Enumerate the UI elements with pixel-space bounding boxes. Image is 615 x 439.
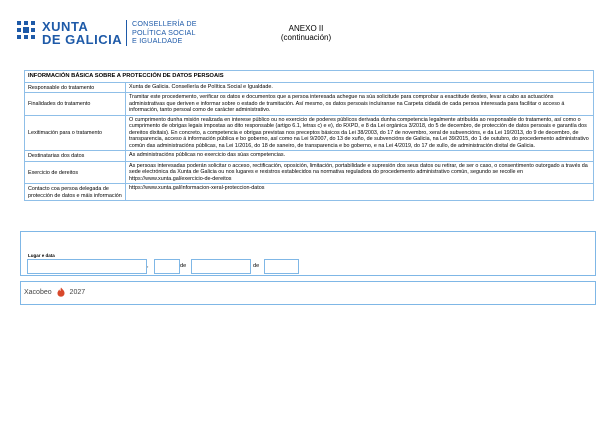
table-row: Destinatarias dos datos As administració…	[24, 150, 594, 162]
row-label: Lexitimación para o tratamento	[24, 114, 126, 151]
logo-separator	[126, 20, 127, 46]
table-row: Lexitimación para o tratamento O cumprim…	[24, 114, 594, 151]
footer: Xacobeo 2027	[24, 287, 85, 297]
logo-brand-line1: XUNTA	[42, 19, 89, 34]
place-date-label: Lugar e data	[28, 253, 55, 258]
data-protection-table: INFORMACIÓN BÁSICA SOBRE A PROTECCIÓN DE…	[24, 70, 594, 201]
xunta-logo: XUNTA DE GALICIA CONSELLERÍA DE POLÍTICA…	[16, 18, 226, 52]
xacobeo-label: Xacobeo	[24, 288, 52, 296]
annex-subtitle: (continuación)	[280, 33, 332, 42]
row-text: Tramitar este procedemento, verificar os…	[125, 92, 594, 116]
data-protection-heading: INFORMACIÓN BÁSICA SOBRE A PROTECCIÓN DE…	[24, 70, 594, 83]
logo-dept-line2: POLÍTICA SOCIAL	[132, 27, 196, 37]
table-row: Exercicio de dereitos As persoas interes…	[24, 160, 594, 184]
table-row: Contacto coa persoa delegada de protecci…	[24, 183, 594, 201]
de-label-1: de	[180, 263, 187, 269]
xacobeo-flame-icon	[57, 287, 65, 297]
row-text: As administracións públicas no exercicio…	[125, 150, 594, 162]
annex-title: ANEXO II	[288, 24, 324, 33]
row-label: Finalidades do tratamento	[24, 92, 126, 116]
place-date-section	[20, 231, 596, 276]
day-input[interactable]	[154, 259, 180, 274]
footer-section	[20, 281, 596, 305]
xacobeo-year: 2027	[69, 288, 86, 296]
de-label-2: de	[253, 263, 260, 269]
table-row: Responsable do tratamento Xunta de Galic…	[24, 81, 594, 93]
row-label: Exercicio de dereitos	[24, 160, 126, 184]
place-input[interactable]	[27, 259, 147, 274]
comma-label: ,	[147, 263, 149, 269]
xunta-cross-icon	[16, 20, 36, 40]
row-label: Destinatarias dos datos	[24, 150, 126, 162]
table-header-row: INFORMACIÓN BÁSICA SOBRE A PROTECCIÓN DE…	[24, 70, 594, 83]
row-text: As persoas interesadas poderán solicitar…	[125, 160, 594, 184]
row-text: Xunta de Galicia. Consellería de Polític…	[125, 81, 594, 93]
logo-dept-line1: CONSELLERÍA DE	[132, 19, 197, 28]
table-row: Finalidades do tratamento Tramitar este …	[24, 92, 594, 116]
annex-heading: ANEXO II (continuación)	[256, 24, 356, 42]
year-input[interactable]	[264, 259, 299, 274]
row-text: https://www.xunta.gal/informacion-xeral-…	[125, 183, 594, 201]
logo-dept-line3: E IGUALDADE	[132, 36, 183, 46]
row-label: Contacto coa persoa delegada de protecci…	[24, 183, 126, 201]
logo-brand-line2: DE GALICIA	[42, 32, 123, 47]
row-text: O cumprimento dunha misión realizada en …	[125, 114, 594, 151]
month-input[interactable]	[191, 259, 251, 274]
page-header: XUNTA DE GALICIA CONSELLERÍA DE POLÍTICA…	[0, 0, 615, 60]
row-label: Responsable do tratamento	[24, 81, 126, 93]
